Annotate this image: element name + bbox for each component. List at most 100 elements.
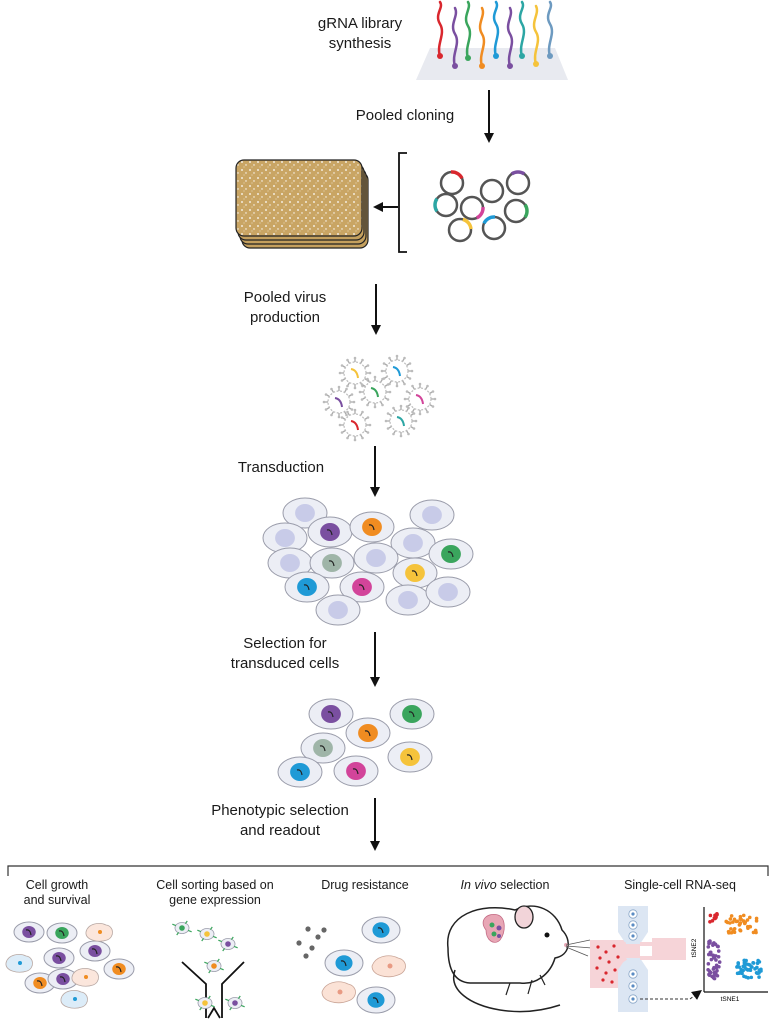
library-label-line2: synthesis — [328, 35, 392, 52]
cell — [103, 958, 135, 980]
invivo-rest: selection — [496, 878, 550, 892]
virus-label-line1: Pooled virus — [243, 289, 327, 306]
cell — [425, 576, 471, 608]
virus-particle — [380, 354, 414, 388]
dying-cell — [321, 981, 356, 1004]
cell — [315, 594, 361, 626]
resistant-cell — [361, 916, 401, 944]
cell — [309, 547, 355, 579]
sorting-label-line1: Cell sorting based on — [156, 878, 274, 892]
phenotypic-label: Phenotypic selection and readout — [190, 801, 370, 841]
cell — [79, 940, 111, 962]
plasmid — [447, 217, 473, 243]
cell — [43, 947, 75, 969]
sorted-cell — [172, 920, 192, 936]
cell — [308, 698, 354, 730]
bacterial-plate-stack — [235, 159, 369, 249]
invivo-label: In vivo selection — [430, 878, 580, 893]
virus-particle — [338, 356, 372, 390]
sorted-cell — [204, 958, 224, 974]
cell — [46, 922, 78, 944]
growth-label: Cell growth and survival — [12, 878, 102, 908]
sorting-label-line2: gene expression — [169, 893, 261, 907]
drug-molecule — [296, 940, 302, 946]
cell — [390, 527, 436, 559]
cell — [333, 755, 379, 787]
virus-particle — [322, 385, 356, 419]
drug-molecule — [305, 926, 311, 932]
transduced-cell-population — [262, 497, 474, 626]
plasmid-insert — [450, 170, 464, 180]
cell — [284, 571, 330, 603]
growth-panel — [5, 921, 135, 1009]
drug-molecule — [315, 934, 321, 940]
sorted-cell — [225, 995, 245, 1011]
virus-particle — [338, 408, 372, 442]
dying-cell — [5, 954, 33, 973]
drug-label: Drug resistance — [321, 878, 409, 892]
sorted-cell — [218, 936, 238, 952]
plasmid-pool — [433, 170, 531, 243]
tsne-plot: tSNE1 tSNE2 — [691, 907, 768, 1003]
sorted-cell — [195, 995, 215, 1011]
tsne-xlabel: tSNE1 — [721, 996, 740, 1003]
sorted-cell — [197, 926, 217, 942]
tsne-ylabel: tSNE2 — [691, 938, 698, 957]
library-label-line1: gRNA library — [317, 15, 403, 32]
cell — [267, 547, 313, 579]
invivo-italic: In vivo — [460, 878, 497, 892]
selection-label-line2: transduced cells — [230, 655, 340, 672]
dying-cell — [371, 955, 406, 978]
cell — [428, 538, 474, 570]
growth-label-line2: and survival — [23, 893, 91, 907]
drug-molecule — [303, 953, 309, 959]
sorting-panel — [172, 920, 245, 1019]
plasmid-insert — [433, 197, 439, 213]
plasmid-insert — [462, 217, 473, 230]
cell — [349, 511, 395, 543]
plasmid — [505, 170, 531, 196]
mouse-illustration — [447, 905, 593, 1013]
virus-particle — [403, 382, 437, 416]
dying-cell — [85, 923, 113, 942]
resistant-cell — [324, 949, 364, 977]
cell — [389, 698, 435, 730]
cell — [307, 516, 353, 548]
cell — [300, 732, 346, 764]
cell — [339, 571, 385, 603]
selection-label-line1: Selection for — [243, 635, 327, 652]
microfluidic-device — [590, 906, 702, 1012]
phenotypic-label-line2: and readout — [239, 822, 321, 839]
plasmid-insert — [475, 206, 485, 220]
virus-particle — [384, 404, 418, 438]
plasmid-insert — [482, 215, 496, 225]
readout-bracket — [7, 865, 769, 876]
transduction-label: Transduction — [237, 459, 325, 476]
plasmid — [433, 192, 459, 218]
cell — [387, 741, 433, 773]
cell — [409, 499, 455, 531]
resistant-cell — [356, 986, 396, 1014]
drug-panel — [296, 916, 406, 1014]
cell — [345, 717, 391, 749]
plasmid-insert — [510, 170, 526, 176]
drug-molecule — [321, 927, 327, 933]
library-synthesis-label: gRNA library synthesis — [290, 14, 430, 54]
singlecell-label: Single-cell RNA-seq — [624, 878, 736, 892]
plasmid — [503, 198, 529, 224]
sorting-label: Cell sorting based on gene expression — [140, 878, 290, 908]
virus-particle — [358, 375, 392, 409]
plasmid-bracket — [398, 152, 407, 253]
virus-pool — [322, 354, 437, 442]
grna-library-array — [416, 0, 568, 80]
dying-cell — [71, 968, 99, 987]
cell — [353, 542, 399, 574]
cell — [385, 584, 431, 616]
virus-label-line2: production — [249, 309, 321, 326]
dying-cell — [60, 990, 88, 1009]
pooled-cloning-label: Pooled cloning — [355, 107, 455, 124]
drug-molecule — [309, 945, 315, 951]
phenotypic-label-line1: Phenotypic selection — [211, 802, 349, 819]
growth-label-line1: Cell growth — [25, 878, 89, 892]
